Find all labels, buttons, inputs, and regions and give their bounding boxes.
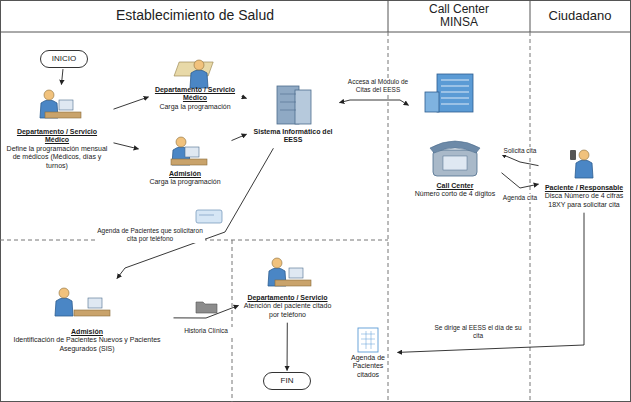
phone-base [433, 150, 477, 176]
edge-label: Agenda de Pacientes que solicitaron cita… [95, 227, 205, 243]
connector-arrow [242, 97, 247, 99]
terminal-pill: INICIO [40, 50, 88, 68]
person-icon [190, 60, 208, 88]
building-wing [425, 92, 439, 112]
document-sheet [358, 328, 378, 352]
connector-arrow [174, 305, 239, 318]
connector-arrow [340, 100, 409, 105]
desk-icon [45, 100, 81, 118]
node-text: Número corto de 4 dígitos [412, 190, 498, 198]
actor-node: AdmisiónIdentificación de Pacientes Nuev… [2, 280, 172, 355]
node-heading: Admisión [142, 170, 228, 178]
header-rule [0, 32, 631, 33]
server-rack [295, 90, 311, 124]
node-heading: Departamento / Servicio [242, 294, 333, 302]
phone-icon [430, 141, 480, 176]
phone-keypad [443, 156, 467, 170]
connector-arrow [232, 134, 247, 140]
actor-node: Paciente / ResponsableDisca Número de 4 … [540, 138, 628, 211]
node-text: Agenda de Pacientes citados [342, 354, 394, 379]
connector-arrow [502, 173, 539, 188]
node-text: FIN [268, 376, 306, 386]
node-text: Identificación de Pacientes Nuevos y Pac… [4, 336, 170, 353]
node-text: Carga la programación [152, 103, 238, 111]
node-text: INICIO [45, 54, 83, 64]
node-heading: Admisión [4, 328, 170, 336]
edge-label: Agenda cita [498, 194, 542, 202]
agenda-document [358, 328, 378, 352]
phone-handset [430, 141, 480, 153]
card-line [199, 215, 214, 216]
lane-header: Ciudadano [532, 9, 628, 23]
edge-label: Historia Clínica [177, 327, 235, 335]
edge-label: Se dirige al EESS el día de su cita [432, 324, 524, 340]
connector-arrow [61, 69, 63, 84]
node-text: Atención del paciente citado por teléfon… [242, 302, 333, 319]
edge-label: Accesa al Módulo de Citas del EESS [345, 78, 411, 94]
connector-arrow [114, 97, 149, 109]
header-divider [530, 0, 531, 32]
node-heading: Paciente / Responsable [542, 184, 626, 192]
lane-divider [530, 32, 531, 402]
staff-at-desk [40, 90, 81, 118]
node-text: Carga la programación [142, 178, 228, 186]
actor-node: Sistema Informático del EESS [248, 82, 338, 147]
actor-node: AdmisiónCarga la programación [140, 132, 230, 189]
citizen-icon [570, 150, 593, 178]
staff-at-desk [171, 137, 207, 165]
lane-divider [232, 240, 233, 402]
server-slot [280, 102, 296, 103]
desk-icon [74, 298, 110, 316]
agenda-card [196, 210, 222, 223]
folder [196, 302, 217, 313]
node-text: Sistema Informático del EESS [250, 128, 336, 145]
clinical-folder [196, 302, 217, 313]
edge-label: Solicita cita [498, 147, 542, 155]
phone-handset [570, 150, 576, 160]
building-windows [441, 80, 469, 104]
actor-node: Departamento / Servicio MédicoCarga la p… [150, 48, 240, 113]
doctor-and-patient [268, 258, 311, 286]
building [437, 74, 473, 112]
actor-node: Departamento / ServicioAtención del paci… [240, 252, 335, 321]
server-icon [277, 86, 311, 124]
node-text: Define la programación mensual de médico… [4, 145, 110, 170]
header-divider [388, 0, 389, 32]
card [196, 210, 222, 223]
desk-icon [275, 268, 311, 286]
connector-arrow [117, 148, 273, 278]
connector-arrow [398, 213, 585, 353]
document-grid [361, 331, 375, 349]
server-slot [280, 110, 296, 111]
actor-node: Call CenterNúmero corto de 4 dígitos [410, 68, 500, 201]
staff-at-desk [174, 60, 213, 88]
person-icon [55, 288, 73, 316]
person-icon [575, 150, 593, 178]
building-icon [425, 74, 473, 112]
connector-arrow [114, 143, 139, 149]
lane-header: Call Center MINSA [414, 3, 504, 29]
node-heading: Call Center [412, 182, 498, 190]
desk-icon [171, 147, 207, 165]
connector-arrow [502, 154, 539, 165]
node-heading: Departamento / Servicio Médico [4, 128, 110, 145]
connector-arrow [287, 323, 288, 371]
terminal-pill: FIN [263, 372, 311, 390]
lane-header: Establecimiento de Salud [45, 8, 345, 23]
actor-node: Departamento / Servicio MédicoDefine la … [2, 86, 112, 172]
node-heading: Departamento / Servicio Médico [152, 86, 238, 103]
node-text: Disca Número de 4 cifras 18XY para solic… [542, 192, 626, 209]
staff-at-desk [55, 288, 110, 316]
server-slot [280, 94, 296, 95]
actor-node: Agenda de Pacientes citados [340, 326, 396, 381]
